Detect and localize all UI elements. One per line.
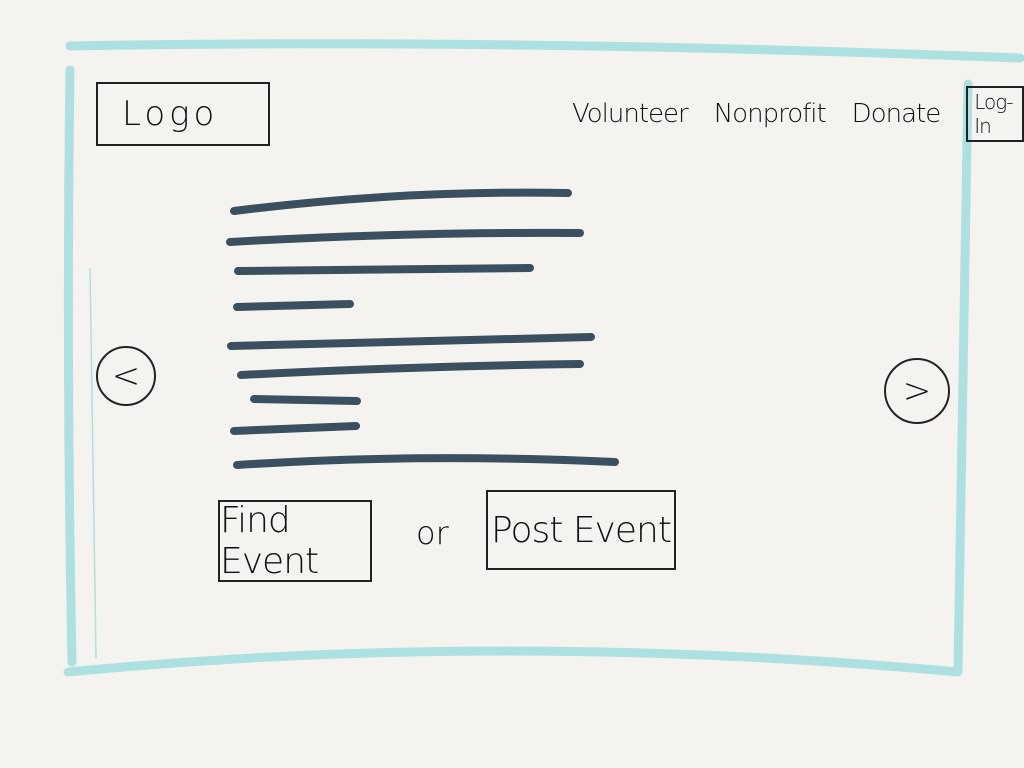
nav-nonprofit[interactable]: Nonprofit [713,99,827,129]
post-event-button[interactable]: Post Event [486,490,676,570]
placeholder-line [230,422,360,435]
text-placeholder-lines [226,188,619,469]
carousel-next-button[interactable]: > [884,358,950,424]
carousel-prev-button[interactable]: < [96,346,156,406]
placeholder-line [230,188,572,215]
nav-volunteer[interactable]: Volunteer [572,99,689,129]
placeholder-line [227,333,595,350]
placeholder-line [237,360,584,379]
login-button[interactable]: Log-In [966,86,1024,142]
logo[interactable]: Logo [96,82,270,146]
placeholder-line [226,228,584,246]
top-nav: Volunteer Nonprofit Donate Log-In [572,86,1024,142]
placeholder-line [234,264,534,275]
placeholder-line [233,300,354,311]
placeholder-line [250,395,361,405]
or-separator: or [416,514,449,552]
nav-donate[interactable]: Donate [851,99,942,129]
chevron-right-icon: > [902,371,932,411]
chevron-left-icon: < [111,356,141,396]
find-event-button[interactable]: Find Event [218,500,372,582]
placeholder-line [233,454,619,469]
